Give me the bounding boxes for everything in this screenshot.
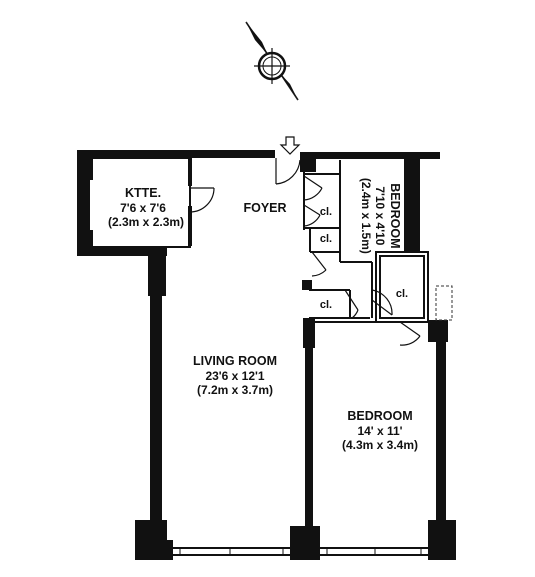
room-name: BEDROOM xyxy=(347,409,413,423)
closet-label: cl. xyxy=(395,288,409,300)
compass-north-arrow-icon xyxy=(245,21,299,101)
door-swings xyxy=(189,158,421,346)
room-label-living-room: LIVING ROOM 23'6 x 12'1 (7.2m x 3.7m) xyxy=(180,354,290,398)
room-dims-metric: (2.4m x 1.5m) xyxy=(358,177,373,254)
closet-label: cl. xyxy=(319,233,333,245)
room-label-foyer: FOYER xyxy=(240,201,290,216)
room-label-bedroom: BEDROOM 14' x 11' (4.3m x 3.4m) xyxy=(330,409,430,453)
entry-arrow-icon xyxy=(279,136,301,155)
room-dims-metric: (7.2m x 3.7m) xyxy=(196,383,274,398)
closet-label: cl. xyxy=(319,299,333,311)
room-name: KTTE. xyxy=(124,186,162,200)
closet-label: cl. xyxy=(319,206,333,218)
room-dims-imperial: 7'6 x 7'6 xyxy=(120,201,166,215)
room-name: LIVING ROOM xyxy=(192,354,278,368)
balcony-outline xyxy=(435,285,453,321)
room-name: BEDROOM xyxy=(387,183,402,249)
room-dims-imperial: 14' x 11' xyxy=(357,424,403,438)
room-name: FOYER xyxy=(243,201,287,215)
room-label-small-bedroom: BEDROOM 7'10 x 4'10 (2.4m x 1.5m) xyxy=(358,161,402,271)
room-dims-imperial: 7'10 x 4'10 xyxy=(372,186,387,246)
room-dims-imperial: 23'6 x 12'1 xyxy=(205,369,265,383)
room-label-kitchenette: KTTE. 7'6 x 7'6 (2.3m x 2.3m) xyxy=(108,186,185,230)
room-dims-metric: (4.3m x 3.4m) xyxy=(341,438,419,453)
interior-walls xyxy=(88,157,436,556)
windows xyxy=(179,548,422,555)
room-dims-metric: (2.3m x 2.3m) xyxy=(108,215,185,230)
